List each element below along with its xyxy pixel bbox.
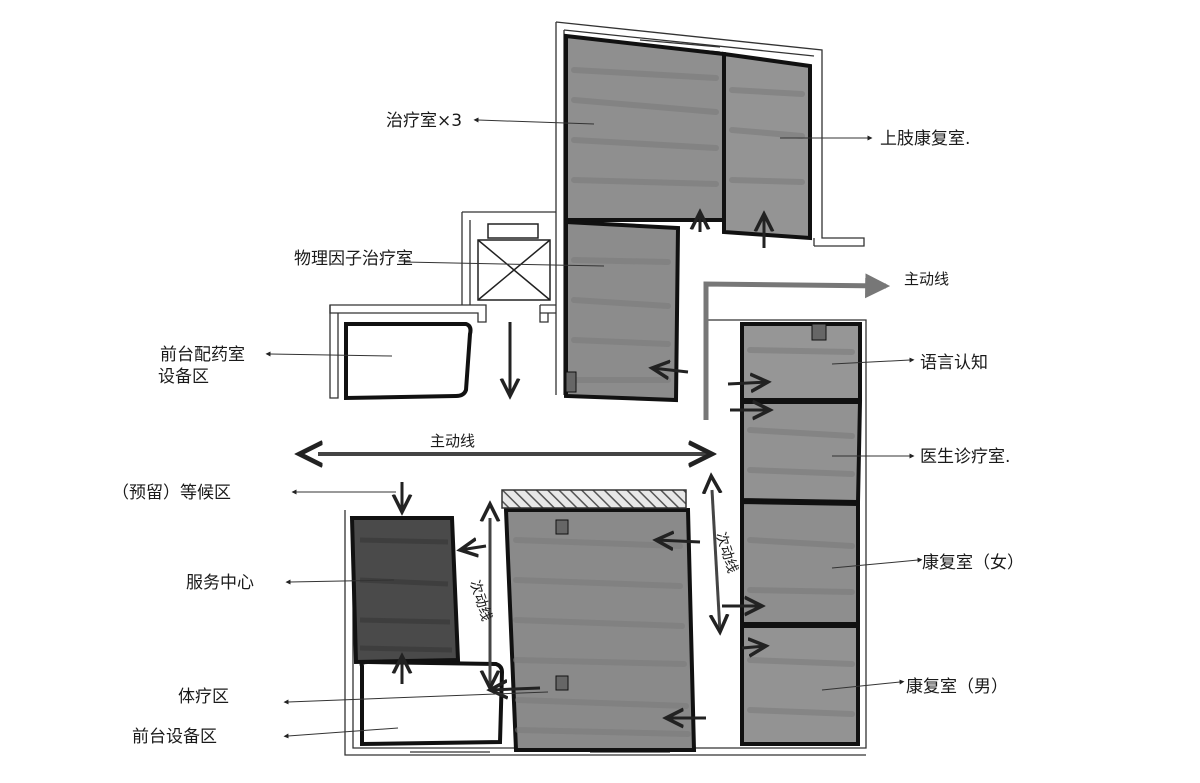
marker-texture [513, 67, 855, 737]
label-sports-area: 体疗区 [178, 687, 229, 707]
main-flow-lines [318, 273, 891, 688]
label-service-center: 服务中心 [186, 573, 254, 593]
label-reserved-waiting: （预留）等候区 [112, 483, 231, 503]
room-rehab-male [740, 624, 860, 746]
marker-texture-dark [359, 537, 453, 653]
columns [555, 323, 827, 691]
room-speech [740, 322, 862, 402]
elevator-icon [477, 223, 551, 301]
label-front-desk-equipment: 前台设备区 [132, 727, 217, 747]
label-main-flow-top: 主动线 [904, 270, 949, 288]
room-service-center [349, 516, 461, 665]
label-main-flow-middle: 主动线 [430, 432, 475, 450]
room-treatment [564, 33, 726, 222]
label-rehab-male: 康复室（男） [906, 677, 1008, 697]
room-physical-factor [564, 219, 681, 403]
label-speech-cognition: 语言认知 [920, 353, 988, 373]
label-front-desk-pharmacy: 前台配药室 [160, 345, 245, 365]
label-tcm-treatment: 医生诊疗室. [920, 447, 1010, 467]
room-fills [344, 33, 863, 752]
label-upper-limb-rehab: 上肢康复室. [880, 129, 970, 149]
room-pharmacy [344, 322, 473, 401]
label-rehab-female: 康复室（女） [922, 553, 1024, 573]
door-arrows [402, 212, 770, 718]
leader-lines [265, 117, 923, 739]
room-tcm [740, 400, 863, 505]
label-front-desk-pharmacy-line2: 设备区 [158, 367, 209, 387]
label-physical-factor: 物理因子治疗室 [294, 249, 413, 269]
hatch-strip [501, 489, 687, 509]
label-treatment-room: 治疗室×3 [386, 111, 462, 131]
room-central [503, 508, 697, 752]
room-upper-limb [722, 51, 812, 241]
room-sports [359, 659, 505, 747]
